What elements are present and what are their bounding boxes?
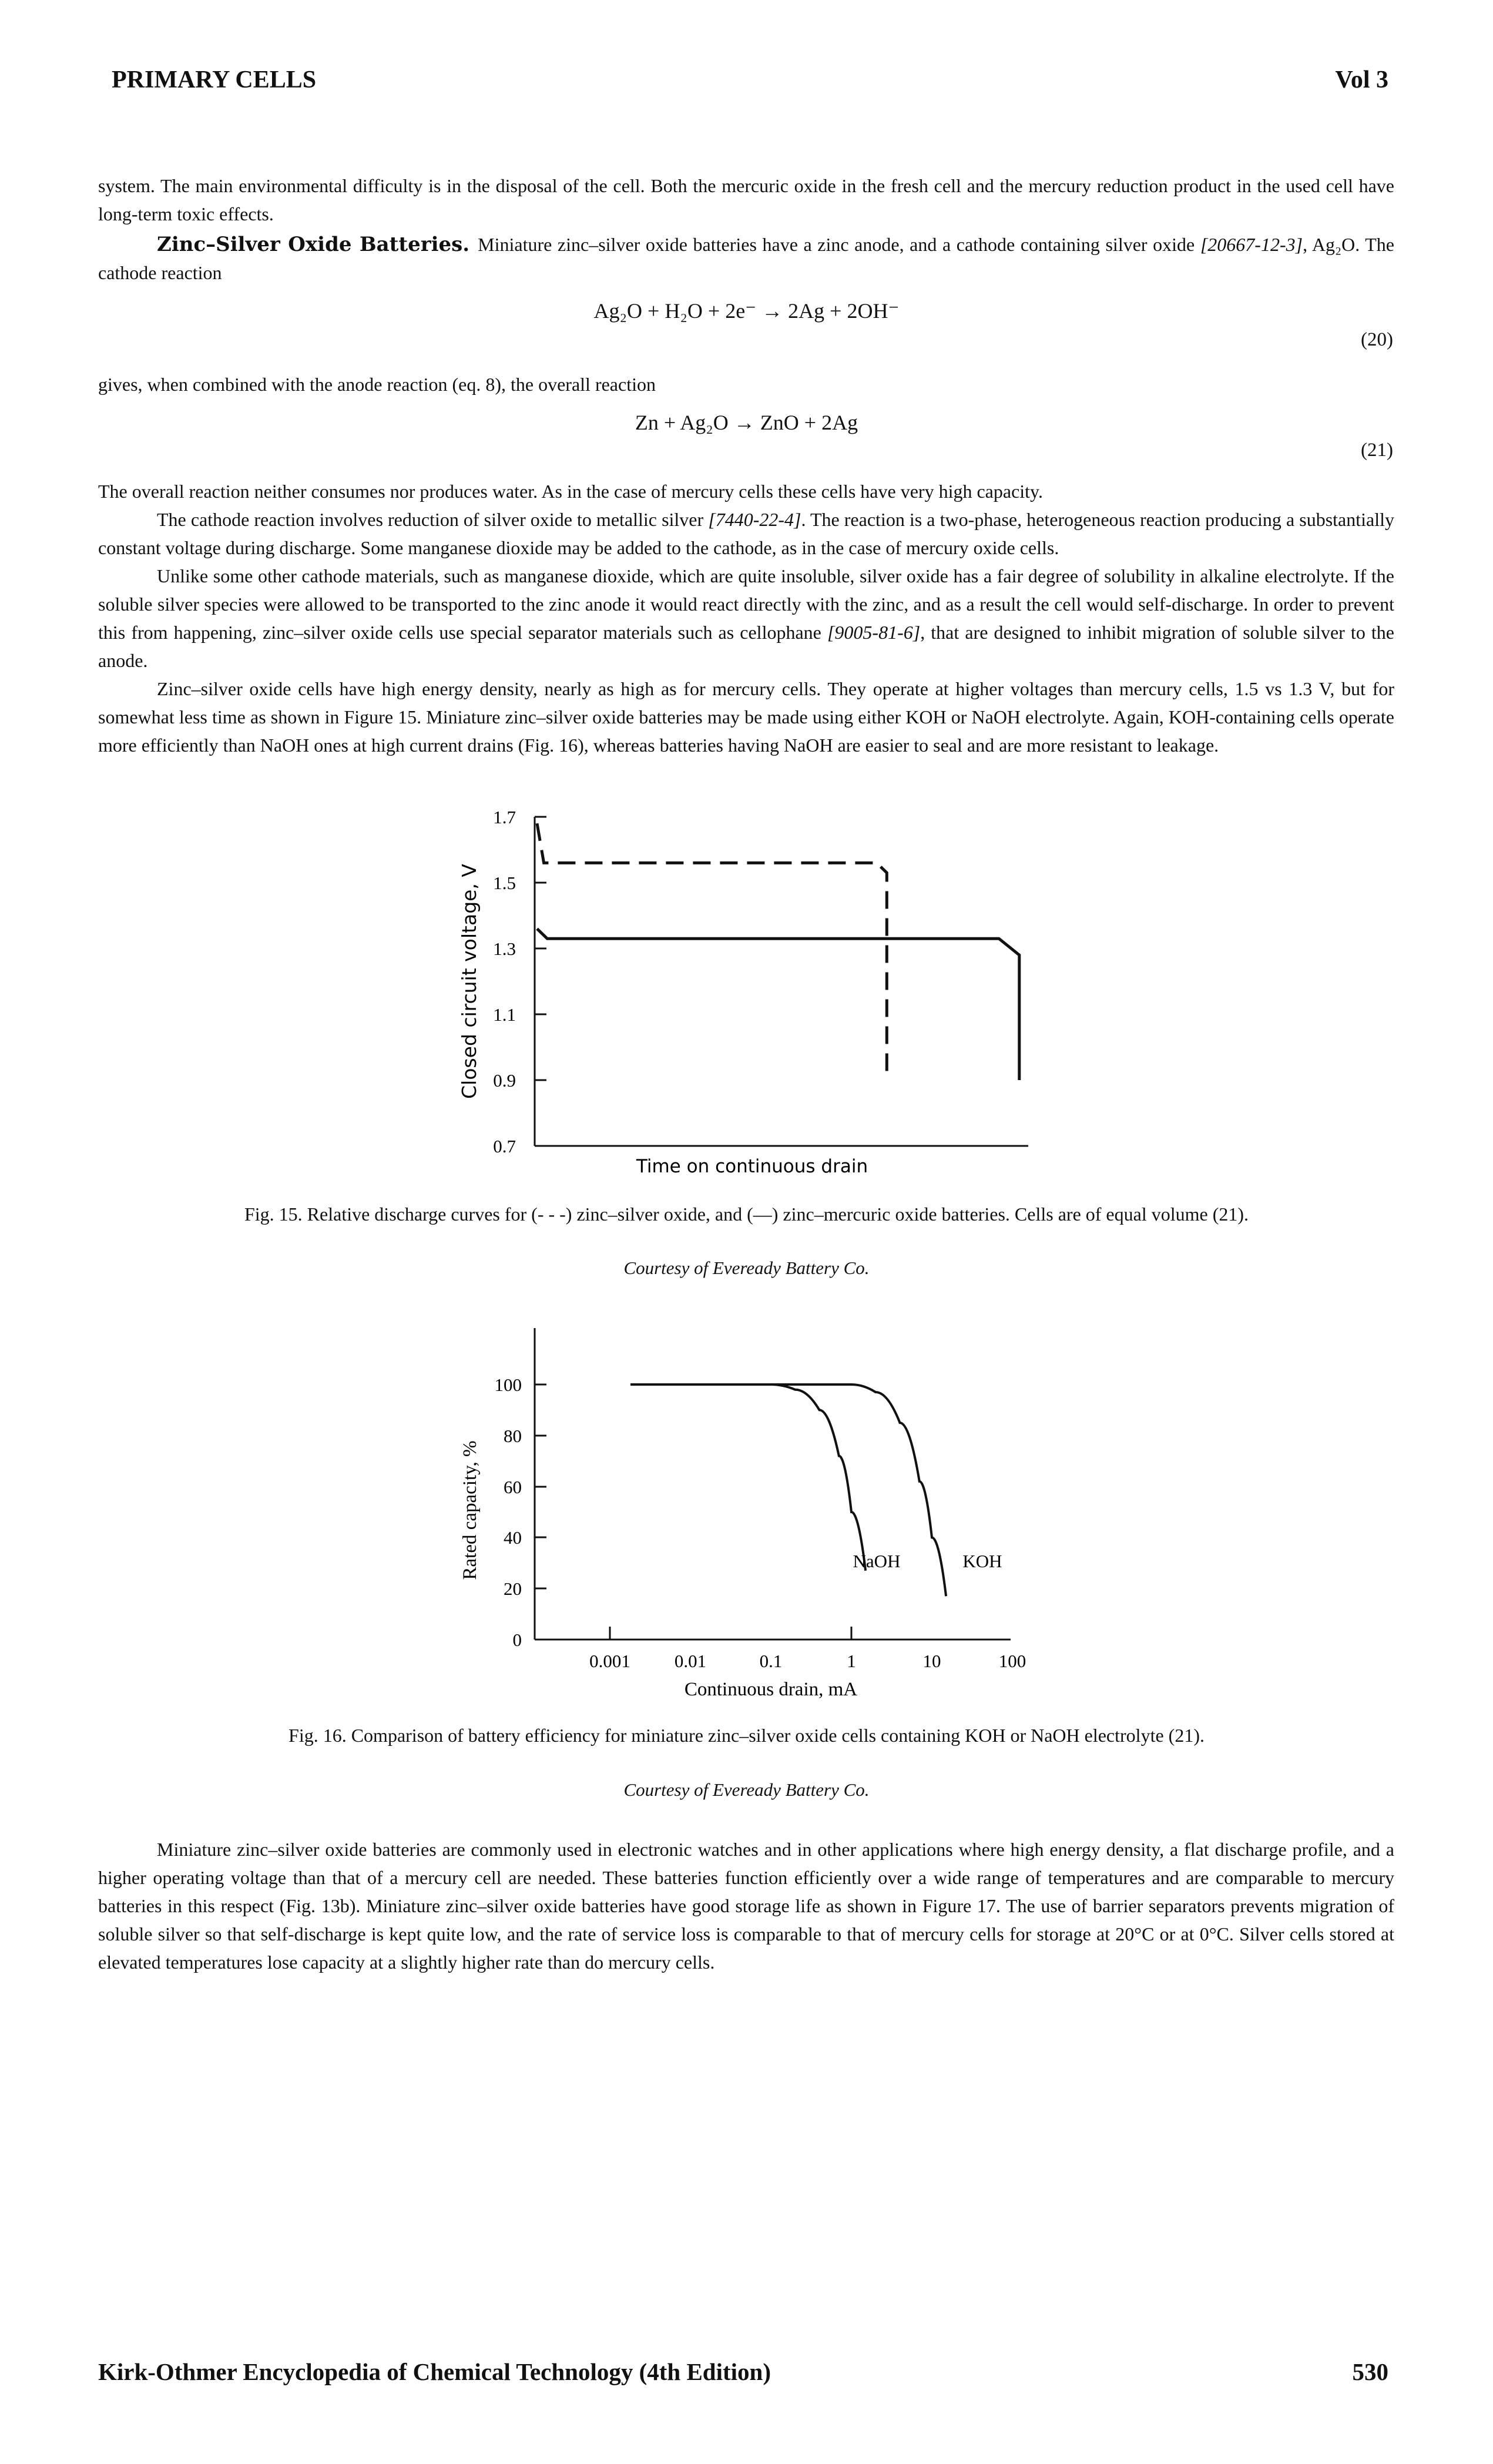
fig16-y-axis-label: Rated capacity, % xyxy=(459,1441,481,1580)
volume-label: Vol 3 xyxy=(1335,66,1388,93)
fig15-ytick-label: 0.7 xyxy=(493,1136,516,1156)
fig16-naoh-label: NaOH xyxy=(853,1551,901,1571)
paragraph-overall: The overall reaction neither consumes no… xyxy=(98,481,1043,502)
figure-15-caption: Fig. 15. Relative discharge curves for (… xyxy=(244,1203,1249,1225)
equation-number-21: (21) xyxy=(1361,440,1393,461)
paragraph-applications: Miniature zinc–silver oxide batteries ar… xyxy=(98,1839,1394,1973)
paragraph-text: The cathode reaction involves reduction … xyxy=(157,509,704,530)
fig16-ytick-label: 0 xyxy=(513,1630,522,1650)
paragraph-combined: gives, when combined with the anode reac… xyxy=(98,374,656,395)
figure-15-courtesy: Courtesy of Eveready Battery Co. xyxy=(623,1258,870,1278)
figure-16-chart: 100 80 60 40 20 0 0.001 0.01 0.1 1 10 10… xyxy=(459,1328,1026,1700)
figure-16-courtesy: Courtesy of Eveready Battery Co. xyxy=(623,1779,870,1800)
running-header-title: PRIMARY CELLS xyxy=(112,66,317,93)
paragraph-intro: system. The main environmental difficult… xyxy=(98,175,1394,224)
equation-number-20: (20) xyxy=(1361,329,1393,350)
fig15-ytick-label: 0.9 xyxy=(493,1070,516,1091)
figure-15-chart: 1.7 1.5 1.3 1.1 0.9 0.7 Closed circuit v… xyxy=(458,807,1028,1177)
fig15-x-axis-label: Time on continuous drain xyxy=(636,1156,868,1177)
equation-21: Zn + Ag₂O → ZnO + 2Ag xyxy=(635,411,858,434)
fig16-koh-label: KOH xyxy=(962,1551,1002,1571)
fig15-ytick-label: 1.7 xyxy=(493,807,516,827)
paragraph-text: . The reaction is a two-phase, heterogen… xyxy=(98,509,1395,558)
fig16-xtick-label: 1 xyxy=(847,1651,856,1671)
paragraph-energy-density: Zinc–silver oxide cells have high energy… xyxy=(98,678,1394,756)
paragraph-text: Unlike some other cathode materials, suc… xyxy=(98,565,1394,643)
fig16-x-axis-label: Continuous drain, mA xyxy=(685,1679,857,1700)
paragraph-text: , that are designed to inhibit migration… xyxy=(98,622,1395,671)
equation-20: Ag₂O + H₂O + 2e⁻ → 2Ag + 2OH⁻ xyxy=(593,299,900,323)
cas-number: [7440-22-4] xyxy=(708,509,801,530)
paragraph-section-start: Zinc–Silver Oxide Batteries. Miniature zi… xyxy=(98,230,1394,287)
fig16-ytick-label: 20 xyxy=(504,1578,522,1599)
fig15-ytick-label: 1.5 xyxy=(493,873,516,893)
fig15-ytick-label: 1.3 xyxy=(493,938,516,959)
fig16-xtick-label: 10 xyxy=(923,1651,941,1671)
fig16-ytick-label: 60 xyxy=(504,1477,522,1497)
cas-number: [9005-81-6] xyxy=(827,622,921,643)
fig16-xtick-label: 0.01 xyxy=(675,1651,706,1671)
fig16-xtick-label: 0.1 xyxy=(760,1651,783,1671)
fig16-ytick-label: 100 xyxy=(495,1375,522,1395)
fig16-ytick-label: 40 xyxy=(504,1527,522,1548)
paragraph-solubility: Unlike some other cathode materials, suc… xyxy=(98,562,1394,675)
fig16-xtick-label: 100 xyxy=(999,1651,1026,1671)
fig15-zinc-mercuric-oxide-curve xyxy=(536,927,1021,1080)
cas-number: [20667-12-3] xyxy=(1200,234,1303,255)
section-heading: Zinc–Silver Oxide Batteries. xyxy=(157,233,470,256)
fig16-xtick-label: 0.001 xyxy=(589,1651,630,1671)
fig16-koh-curve xyxy=(630,1383,948,1597)
fig15-zinc-silver-oxide-curve xyxy=(535,823,888,1080)
paragraph-cathode: The cathode reaction involves reduction … xyxy=(98,505,1394,562)
fig16-ytick-label: 80 xyxy=(504,1426,522,1446)
paragraph-text: , Ag₂O. The cathode reaction xyxy=(98,234,1395,283)
footer-publication-title: Kirk-Othmer Encyclopedia of Chemical Tec… xyxy=(98,2358,771,2385)
fig15-ytick-label: 1.1 xyxy=(493,1004,516,1025)
page-number: 530 xyxy=(1352,2358,1389,2385)
fig16-naoh-curve xyxy=(630,1383,867,1571)
figure-16-caption: Fig. 16. Comparison of battery efficienc… xyxy=(288,1725,1205,1746)
paragraph-text: Miniature zinc–silver oxide batteries ha… xyxy=(478,234,1195,255)
fig15-y-axis-label: Closed circuit voltage, V xyxy=(458,864,481,1099)
